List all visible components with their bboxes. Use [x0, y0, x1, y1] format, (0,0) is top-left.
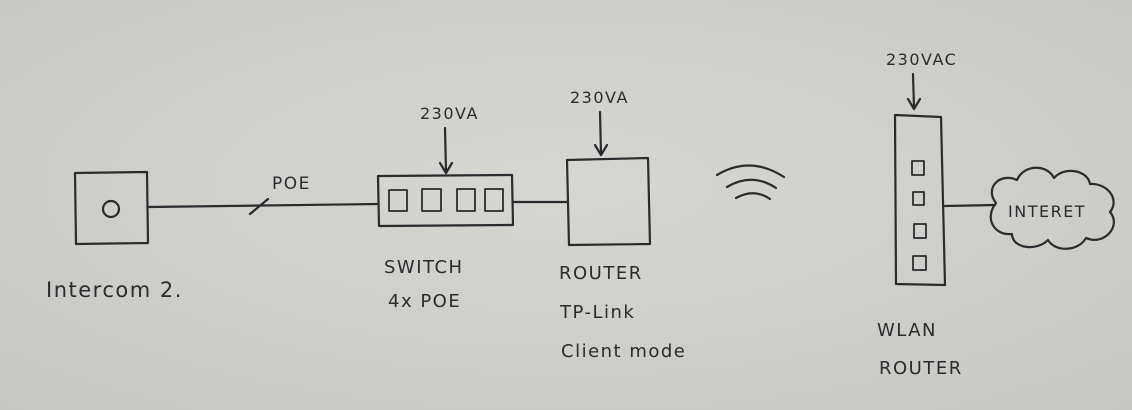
- wlan-port-1: [911, 160, 925, 176]
- wlan-power-label: 230VAC: [886, 50, 957, 69]
- internet-cloud-icon: [989, 166, 1115, 250]
- poe-cable-label: POE: [272, 174, 311, 194]
- switch-port-3: [456, 188, 476, 212]
- wifi-arc-3: [734, 192, 772, 201]
- router-label-line3: Client mode: [561, 341, 686, 362]
- router-power-label: 230VA: [570, 88, 629, 107]
- switch-box: [376, 173, 515, 228]
- poe-cable-tick: [248, 197, 270, 216]
- switch-port-1: [388, 189, 408, 212]
- intercom-button-icon: [101, 199, 121, 219]
- wifi-signal-icon: [715, 164, 786, 201]
- poe-cable: POE: [147, 174, 380, 216]
- switch-label-line2: 4x POE: [388, 291, 461, 312]
- switch-label-line1: SWITCH: [384, 257, 464, 278]
- switch-power-label: 230VA: [420, 104, 479, 123]
- switch-port-2: [421, 188, 442, 212]
- intercom-box: [73, 170, 150, 246]
- internet-label: INTERET: [1008, 202, 1086, 221]
- router-label-line2: TP-Link: [559, 302, 635, 323]
- router-box: [565, 156, 652, 247]
- poe-switch: [376, 173, 515, 228]
- wlan-port-4: [912, 255, 927, 271]
- wlan-router: [893, 113, 947, 287]
- wlan-router-box: [893, 113, 947, 287]
- intercom-device: [73, 170, 150, 246]
- wlan-label-line2: ROUTER: [879, 358, 963, 379]
- wlan-internet-cable: [943, 203, 997, 208]
- router-power-arrow-line: [598, 110, 603, 156]
- router-power-arrow-head: [593, 143, 609, 157]
- intercom-label: Intercom 2.: [46, 278, 183, 302]
- router-label-line1: ROUTER: [559, 263, 643, 284]
- wlan-label-line1: WLAN: [877, 320, 937, 341]
- wifi-arc-2: [725, 178, 778, 190]
- switch-port-4: [484, 188, 504, 212]
- wlan-power-arrow-head: [906, 97, 922, 111]
- wlan-power-arrow-line: [911, 72, 916, 110]
- wlan-port-3: [913, 223, 927, 239]
- switch-power-arrow-head: [438, 161, 454, 175]
- switch-power-arrow-line: [443, 126, 448, 174]
- wlan-port-2: [912, 191, 925, 206]
- wifi-arc-1: [715, 164, 786, 179]
